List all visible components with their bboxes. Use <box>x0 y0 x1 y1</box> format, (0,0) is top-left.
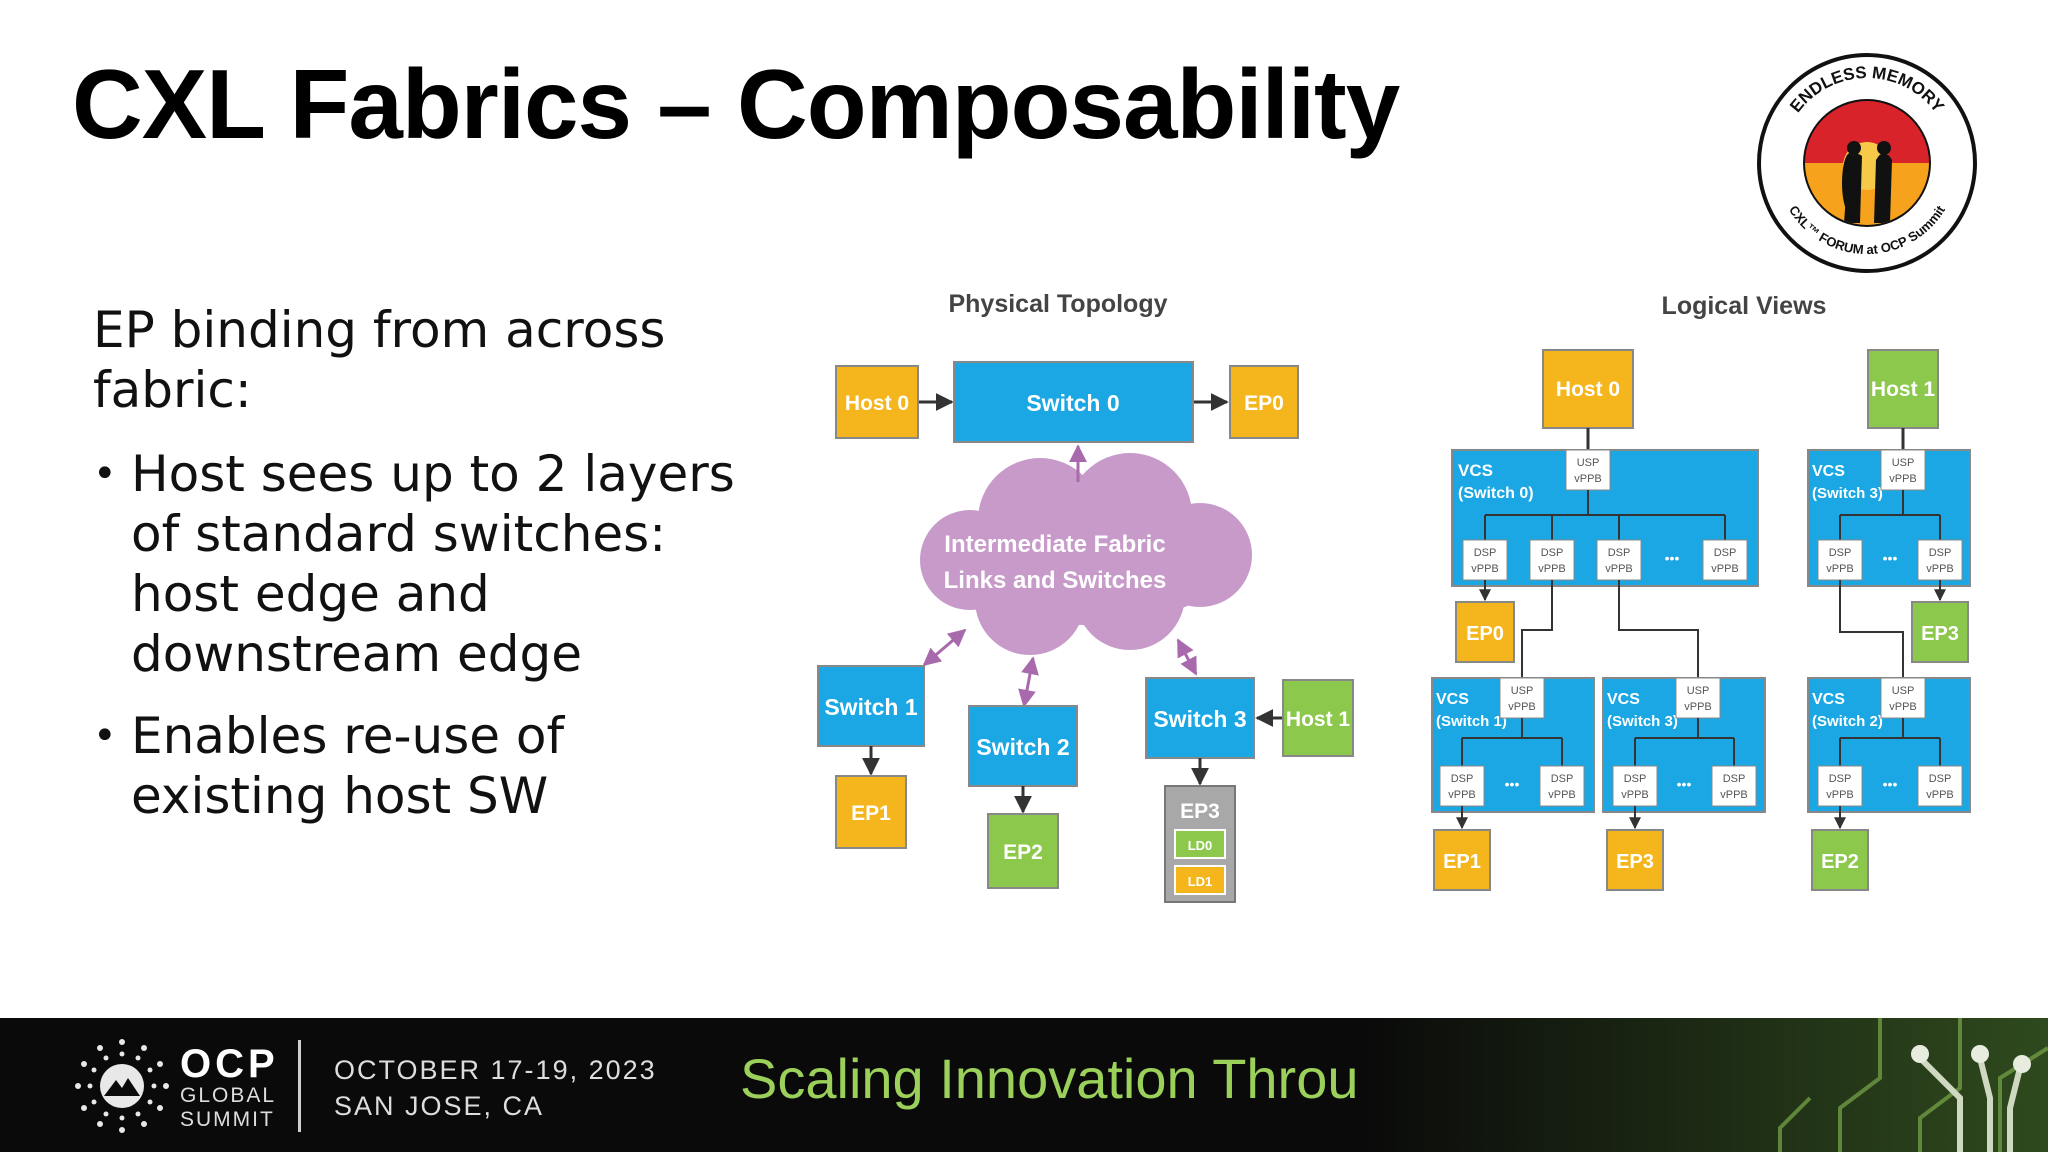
log-ep1: EP1 <box>1443 851 1481 873</box>
phys-switch3: Switch 3 <box>1153 706 1246 732</box>
vppb-label: vPPB <box>1711 563 1739 575</box>
dsp-label: DSP <box>1929 773 1952 785</box>
ocp-summit: SUMMIT <box>180 1108 275 1131</box>
vppb-label: vPPB <box>1926 563 1954 575</box>
intermediate-fabric-cloud: Intermediate Fabric Links and Switches <box>920 453 1252 655</box>
vppb-label: vPPB <box>1448 789 1476 801</box>
slide-body: EP binding from across fabric: • Host see… <box>93 300 753 848</box>
vcs3b-label: VCS <box>1607 691 1640 708</box>
logical-views-title: Logical Views <box>1662 292 1827 320</box>
vppb-label: vPPB <box>1471 563 1499 575</box>
vcs0-switch: (Switch 0) <box>1458 485 1534 502</box>
ocp-global: GLOBAL <box>180 1084 277 1107</box>
log-host1: Host 1 <box>1871 378 1936 401</box>
ellipsis: ••• <box>1677 776 1692 792</box>
dsp-label: DSP <box>1541 547 1564 559</box>
phys-ep2: EP2 <box>1003 841 1043 864</box>
usp-label: USP <box>1892 457 1915 469</box>
vppb-label: vPPB <box>1684 701 1712 713</box>
vppb-label: vPPB <box>1889 473 1917 485</box>
ellipsis: ••• <box>1505 776 1520 792</box>
phys-switch0: Switch 0 <box>1026 390 1119 416</box>
cloud-line2: Links and Switches <box>944 567 1167 594</box>
vppb-label: vPPB <box>1621 789 1649 801</box>
physical-topology: Host 0 Switch 0 EP0 Intermediate Fabric … <box>817 361 1354 903</box>
vppb-label: vPPB <box>1826 563 1854 575</box>
ocp-logo-icon <box>75 1039 169 1133</box>
phys-ep1: EP1 <box>851 802 891 825</box>
vppb-label: vPPB <box>1538 563 1566 575</box>
bullet-list: • Host sees up to 2 layers of standard sw… <box>93 444 753 826</box>
vppb-label: vPPB <box>1574 473 1602 485</box>
phys-ld1: LD1 <box>1188 874 1213 889</box>
vppb-label: vPPB <box>1508 701 1536 713</box>
dsp-label: DSP <box>1723 773 1746 785</box>
phys-switch2: Switch 2 <box>976 734 1069 760</box>
vcs3-switch: (Switch 3) <box>1812 485 1883 502</box>
footer-divider <box>298 1040 301 1132</box>
vppb-label: vPPB <box>1605 563 1633 575</box>
ocp-wordmark: OCP GLOBAL SUMMIT <box>180 1044 279 1132</box>
phys-ep3: EP3 <box>1180 800 1220 823</box>
footer-bar: OCP GLOBAL SUMMIT OCTOBER 17-19, 2023 SA… <box>0 1018 2048 1152</box>
bullet-text: Host sees up to 2 layers of standard swi… <box>131 445 735 683</box>
dsp-label: DSP <box>1474 547 1497 559</box>
dsp-label: DSP <box>1714 547 1737 559</box>
usp-label: USP <box>1577 457 1600 469</box>
dsp-label: DSP <box>1551 773 1574 785</box>
slide-title: CXL Fabrics – Composability <box>72 49 1400 159</box>
topology-diagram: Physical Topology Logical Views Host 0 S… <box>817 290 1971 903</box>
dsp-label: DSP <box>1608 547 1631 559</box>
bullet-item: • Host sees up to 2 layers of standard sw… <box>93 444 753 684</box>
usp-label: USP <box>1892 685 1915 697</box>
ellipsis: ••• <box>1665 550 1680 566</box>
vppb-label: vPPB <box>1889 701 1917 713</box>
dsp-label: DSP <box>1624 773 1647 785</box>
circuit-decoration <box>1360 1018 2048 1152</box>
vppb-label: vPPB <box>1548 789 1576 801</box>
ellipsis: ••• <box>1883 550 1898 566</box>
phys-host1: Host 1 <box>1286 708 1351 731</box>
ellipsis: ••• <box>1883 776 1898 792</box>
ocp-org: OCP <box>180 1042 279 1086</box>
physical-topology-title: Physical Topology <box>948 290 1167 318</box>
bullet-text: Enables re-use of existing host SW <box>131 707 565 825</box>
vcs3b-switch: (Switch 3) <box>1607 713 1678 730</box>
phys-ep0: EP0 <box>1244 392 1284 415</box>
intro-text: EP binding from across fabric: <box>93 301 666 419</box>
log-host0: Host 0 <box>1556 378 1620 401</box>
bullet-dot: • <box>93 451 117 497</box>
vppb-label: vPPB <box>1720 789 1748 801</box>
dsp-label: DSP <box>1929 547 1952 559</box>
vcs2-label: VCS <box>1812 691 1845 708</box>
vcs1-switch: (Switch 1) <box>1436 713 1507 730</box>
dsp-label: DSP <box>1451 773 1474 785</box>
event-info: OCTOBER 17-19, 2023 SAN JOSE, CA <box>334 1052 657 1124</box>
log-ep2: EP2 <box>1821 851 1859 873</box>
vcs0-label: VCS <box>1458 461 1493 480</box>
vppb-label: vPPB <box>1926 789 1954 801</box>
dsp-label: DSP <box>1829 773 1852 785</box>
log-ep3: EP3 <box>1616 851 1654 873</box>
vcs2-switch: (Switch 2) <box>1812 713 1883 730</box>
usp-label: USP <box>1687 685 1710 697</box>
vcs3-label: VCS <box>1812 463 1845 480</box>
event-location: SAN JOSE, CA <box>334 1091 545 1121</box>
usp-label: USP <box>1511 685 1534 697</box>
bullet-dot: • <box>93 713 117 759</box>
cloud-line1: Intermediate Fabric <box>944 531 1165 558</box>
log-ep3-green: EP3 <box>1921 623 1959 645</box>
vppb-label: vPPB <box>1826 789 1854 801</box>
vcs1-label: VCS <box>1436 691 1469 708</box>
log-ep0: EP0 <box>1466 623 1504 645</box>
bullet-item: • Enables re-use of existing host SW <box>93 706 753 826</box>
phys-ld0: LD0 <box>1188 838 1213 853</box>
event-date: OCTOBER 17-19, 2023 <box>334 1055 657 1085</box>
dsp-label: DSP <box>1829 547 1852 559</box>
phys-host0: Host 0 <box>845 392 909 415</box>
phys-switch1: Switch 1 <box>824 694 918 720</box>
logical-views: Host 0 VCS (Switch 0) USP vPPB DSP vPPB … <box>1431 349 1971 891</box>
endless-memory-logo: ENDLESS MEMORY CXL™ FORUM at OCP Summit <box>1757 53 1977 273</box>
